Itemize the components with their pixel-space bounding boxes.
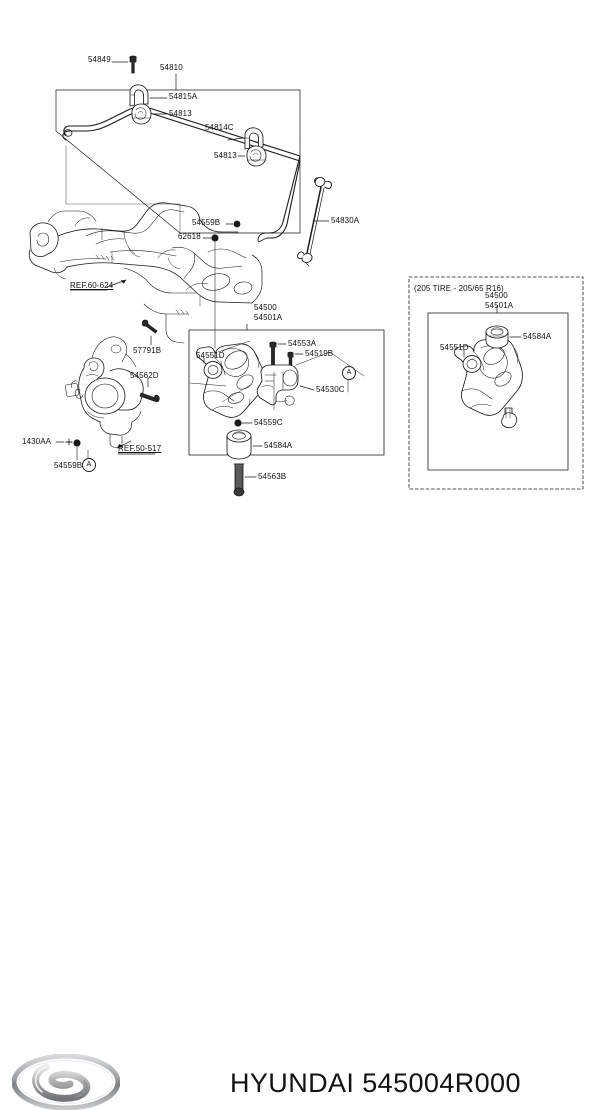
brand-label: HYUNDAI [230,1068,355,1098]
label-54559C: 54559C [254,418,283,427]
arrow-ref-60-624 [120,280,126,284]
label-54501A: 54501A [254,313,283,322]
label-54530C: 54530C [316,385,345,394]
marker-a-knuckle: A [82,458,96,472]
washer-54559B-knuckle-icon [73,439,81,447]
washer-62618-icon [211,234,219,242]
diagram-canvas: 54849 54810 54815A 54813 54814C 54813 54… [0,0,600,520]
washer-54559C-icon [234,419,242,427]
marker-a-arm: A [342,366,356,380]
label-ref-50-517: REF.50-517 [118,444,162,453]
stabilizer-frame [55,89,301,234]
bolt-54562D-icon [139,392,160,403]
inset-ball-joint [501,407,518,429]
footer-bar: HYUNDAI 545004R000 [0,520,600,1110]
label-57791B: 57791B [133,346,162,355]
ball-joint-54530C [256,364,299,406]
arrow-ref-50-517 [117,443,123,448]
clip-1430AA-icon [65,438,73,446]
label-54849: 54849 [88,55,111,64]
steering-knuckle [65,336,144,449]
inset-title: (205 TIRE - 205/65 R16) [414,284,504,293]
label-54810: 54810 [160,63,183,72]
bracket-54815A-icon [129,84,149,107]
label-54563B: 54563B [258,472,287,481]
label-54562D: 54562D [130,371,159,380]
bolt-57791B-icon [142,319,158,334]
bracket-54814C-icon [244,127,264,150]
inset-panel-border [408,276,584,490]
footer-title: HYUNDAI 545004R000 [230,1068,521,1099]
inset-bushing-54584A-icon [485,325,509,349]
stabilizer-link-54830A [297,177,332,267]
inset-inner-box [427,312,569,471]
label-54813-left: 54813 [169,109,192,118]
hyundai-logo [12,1054,120,1110]
bushing-54813-left-icon [131,103,152,125]
label-54815A: 54815A [169,92,198,101]
label-54830A: 54830A [331,216,360,225]
bushing-54551D-icon [203,361,223,379]
subframe-assembly [28,202,263,344]
control-arm-box [188,329,385,456]
label-inset-54501A: 54501A [485,301,514,310]
label-54519B: 54519B [305,349,334,358]
label-54500: 54500 [254,303,277,312]
bushing-54584A-icon [226,429,252,460]
washer-54559B-icon [233,220,241,228]
leader-thin-arm-e [221,383,253,403]
bolt-54563B-icon [233,463,245,497]
label-54559B-bar: 54559B [192,218,221,227]
label-54553A: 54553A [288,339,317,348]
label-62618: 62618 [178,232,201,241]
leader-thin-arm-c [217,340,251,353]
bushing-54813-right-icon [246,145,267,167]
bolt-54849-icon [129,55,137,74]
label-inset-54584A: 54584A [523,332,552,341]
part-number-label: 545004R000 [362,1068,521,1098]
label-54551D: 54551D [196,351,225,360]
inset-bushing-54551D-icon [462,355,482,373]
label-1430AA: 1430AA [22,437,52,446]
label-54584A: 54584A [264,441,293,450]
stabilizer-bar [62,106,301,243]
label-ref-60-624: REF.60-624 [70,281,114,290]
leader-54814C [227,137,244,141]
label-54814C: 54814C [205,123,234,132]
label-inset-54500: 54500 [485,291,508,300]
leader-thin-arm-b [189,382,227,387]
diagram-svg [28,55,584,497]
label-inset-54551D: 54551D [440,343,469,352]
label-54813-right: 54813 [214,151,237,160]
label-54559B-knuckle: 54559B [54,461,83,470]
leader-54530C [299,385,315,391]
